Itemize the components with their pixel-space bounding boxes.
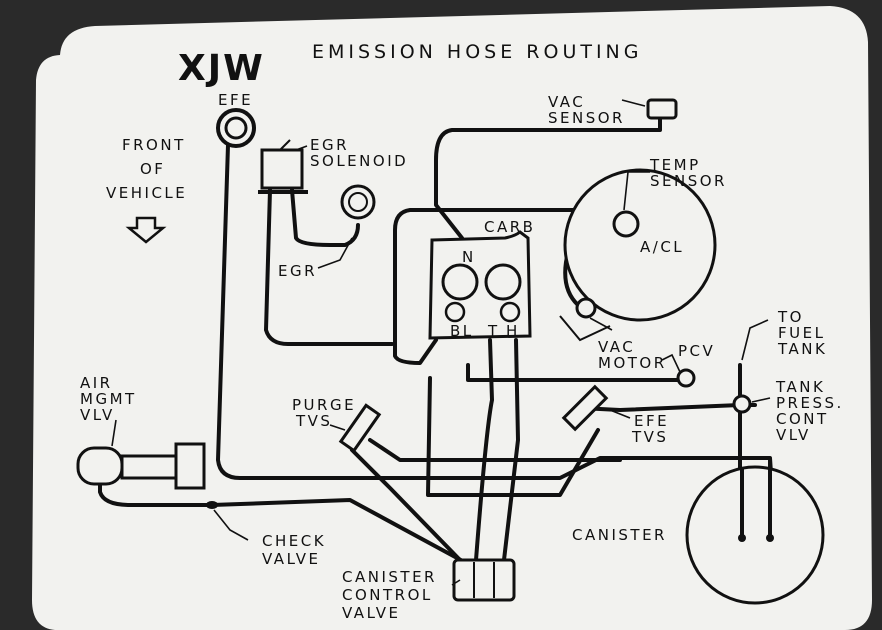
label-canister: CANISTER: [572, 526, 667, 544]
label-air-mgmt-2: MGMT: [80, 390, 137, 408]
label-temp-sensor-1: TEMP: [649, 156, 701, 174]
label-check-valve-2: VALVE: [262, 550, 321, 568]
carb-main-hose: [393, 208, 614, 365]
label-to-fuel-tank-2: FUEL: [778, 324, 825, 342]
label-canister-control-2: CONTROL: [342, 586, 433, 604]
label-tank-press-2: PRESS.: [776, 394, 844, 412]
purge-tvs-hose: [368, 438, 622, 462]
label-vac-motor-2: MOTOR: [598, 354, 667, 372]
label-vac-sensor-2: SENSOR: [548, 109, 625, 127]
label-port-n: N: [462, 248, 476, 266]
air-cleaner-component: [563, 168, 717, 322]
label-to-fuel-tank-1: TO: [777, 308, 804, 326]
label-vac-sensor-1: VAC: [548, 93, 585, 111]
efe-line: [216, 143, 777, 537]
label-front-3: VEHICLE: [106, 184, 187, 202]
label-carb: CARB: [484, 218, 535, 236]
label-tank-press-4: VLV: [776, 426, 811, 444]
carb-component: [428, 230, 532, 340]
carb-ported-hose: [426, 376, 600, 497]
label-front-1: FRONT: [122, 136, 186, 154]
pcv-valve-component: [676, 368, 696, 388]
engine-code: XJW: [178, 48, 265, 89]
label-purge-tvs-2: TVS: [295, 412, 332, 430]
vac-sensor-component: [646, 98, 678, 120]
check-valve-component: [206, 501, 218, 509]
label-egr: EGR: [278, 262, 317, 280]
air-to-check-hose: [98, 478, 214, 507]
egr-valve-component: [340, 184, 376, 220]
purge-tvs-component: [338, 403, 382, 453]
efe-tvs-component: [561, 384, 609, 432]
label-efe-tvs-1: EFE: [634, 412, 669, 430]
label-egr-solenoid-1: EGR: [310, 136, 349, 154]
label-purge-tvs-1: PURGE: [292, 396, 356, 414]
label-egr-solenoid-2: SOLENOID: [310, 152, 408, 170]
efe-component: [216, 108, 256, 148]
egr-vacuum-hose: [290, 188, 360, 247]
egr-solenoid-component: [260, 148, 304, 190]
canister-component: [685, 465, 825, 605]
label-front-2: OF: [140, 160, 165, 178]
diagram-title: EMISSION HOSE ROUTING: [312, 41, 643, 63]
label-efe-tvs-2: TVS: [631, 428, 668, 446]
carb-bore-right: [484, 263, 522, 301]
label-vac-motor-1: VAC: [598, 338, 635, 356]
check-to-ccv-hose: [210, 498, 472, 567]
label-canister-control-3: VALVE: [342, 604, 401, 622]
down-arrow-icon: [125, 216, 167, 244]
label-check-valve-1: CHECK: [262, 532, 326, 550]
label-pcv: PCV: [678, 342, 715, 360]
canister-control-valve-component: [452, 558, 516, 602]
label-to-fuel-tank-3: TANK: [777, 340, 827, 358]
label-efe: EFE: [218, 91, 253, 109]
label-tank-press-1: TANK: [775, 378, 825, 396]
pcv-hose: [466, 363, 682, 382]
label-port-t: T: [487, 322, 500, 340]
carb-to-ccv-hose-2: [502, 338, 520, 562]
label-port-bl: BL: [450, 322, 474, 340]
vac-sensor-hose: [434, 113, 662, 240]
label-canister-control-1: CANISTER: [342, 568, 437, 586]
label-port-h: H: [506, 322, 520, 340]
label-air-mgmt-1: AIR: [80, 374, 113, 392]
label-temp-sensor-2: SENSOR: [650, 172, 727, 190]
egr-solenoid-hose: [264, 188, 394, 346]
vac-motor-component: [575, 297, 597, 319]
label-air-mgmt-3: VLV: [80, 406, 115, 424]
temp-sensor-component: [612, 210, 640, 238]
air-mgmt-valve-component: [76, 442, 206, 490]
carb-bore-left: [441, 263, 479, 301]
tank-press-valve-component: [732, 394, 752, 414]
purge-to-ccv-hose: [350, 448, 462, 562]
label-acl: A/CL: [640, 238, 684, 256]
carb-to-ccv-hose-1: [474, 338, 494, 562]
label-tank-press-3: CONT: [776, 410, 829, 428]
